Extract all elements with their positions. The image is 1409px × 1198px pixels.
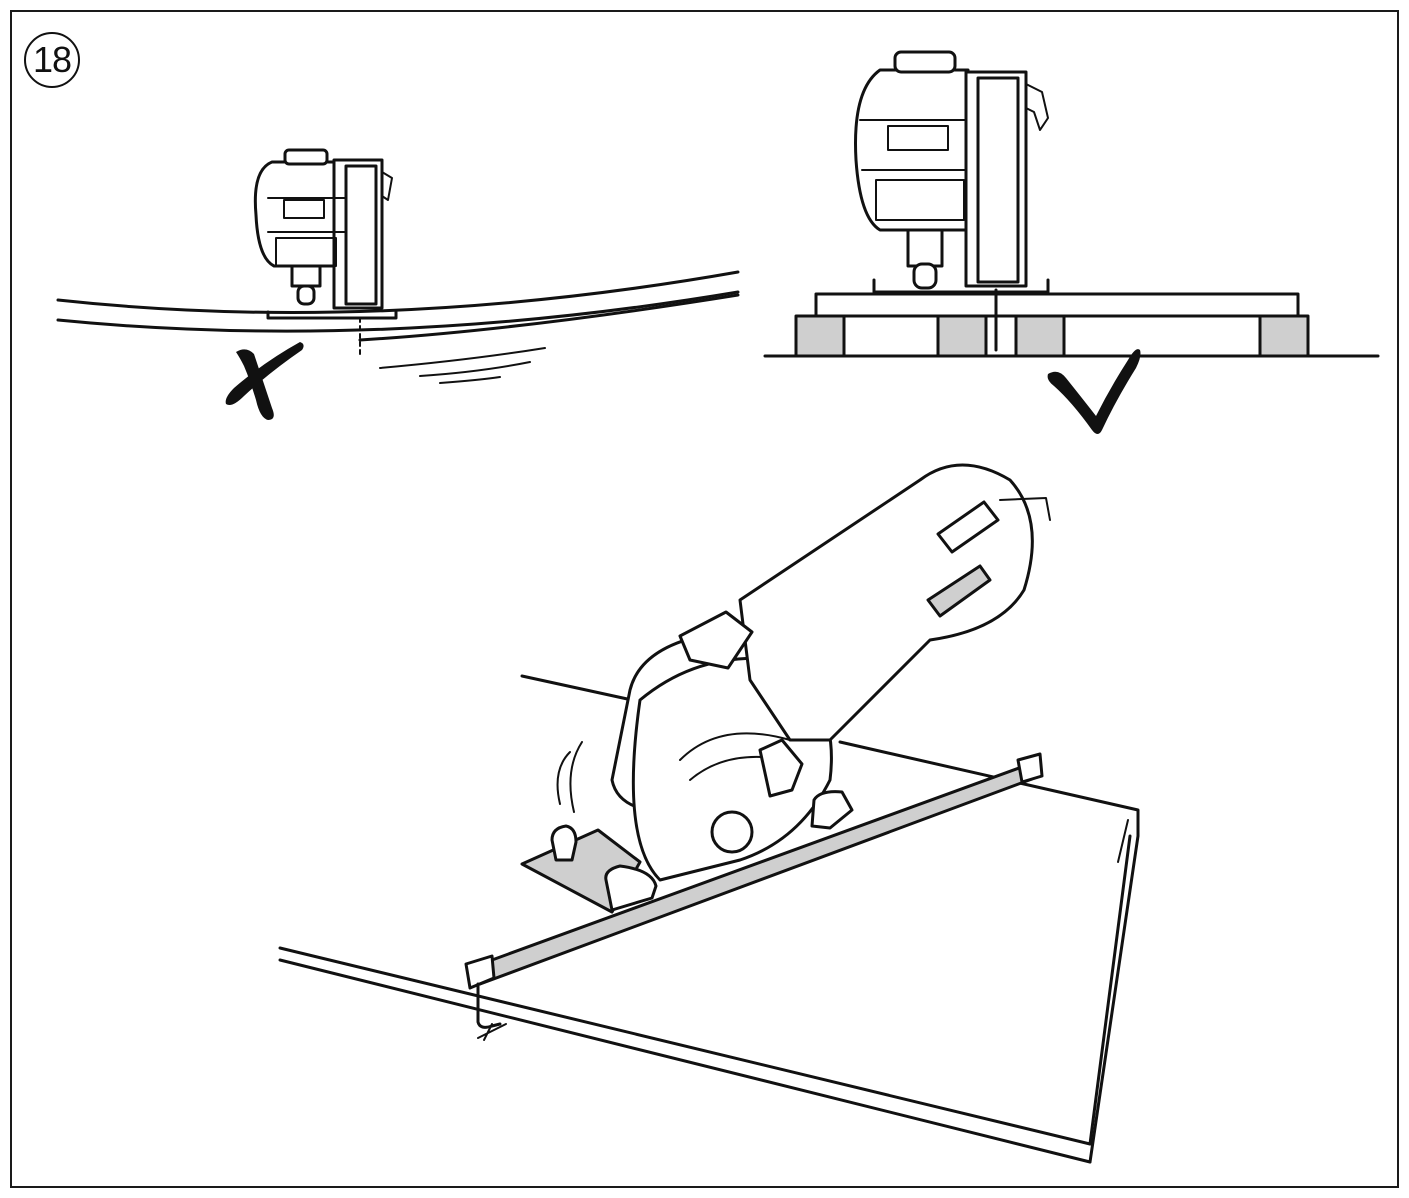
rear-guide-shoe: [810, 790, 854, 830]
support-batten: [936, 314, 988, 358]
top-lock-button: [678, 610, 754, 670]
guide-rail: [464, 752, 1044, 1041]
blade-arbor-nut: [710, 810, 754, 854]
blade-lock-lever: [758, 738, 804, 798]
circular-saw-cutting-illustration: [278, 463, 1140, 1164]
grip-insert: [926, 564, 992, 618]
flat-board: [814, 292, 1300, 318]
support-batten: [1014, 314, 1066, 358]
correct-setup-illustration: [763, 50, 1380, 434]
workpiece-board: [278, 674, 1140, 1164]
trigger-switch: [936, 500, 1000, 554]
instruction-panel: [10, 10, 1399, 1188]
support-batten: [842, 314, 940, 358]
step-number-badge: 18: [24, 32, 80, 88]
support-batten: [794, 314, 846, 358]
depth-knob: [550, 824, 578, 862]
cross-mark-icon: [225, 342, 304, 420]
jigsaw-small: [253, 148, 398, 320]
support-batten: [984, 314, 1018, 358]
curved-board: [56, 270, 740, 384]
support-batten: [1062, 314, 1262, 358]
support-batten: [1258, 314, 1310, 358]
incorrect-setup-illustration: [56, 148, 740, 420]
jigsaw-large: [854, 50, 1050, 294]
front-guide-shoe: [604, 864, 658, 912]
circular-saw: [520, 463, 1051, 914]
check-mark-icon: [1047, 349, 1141, 434]
